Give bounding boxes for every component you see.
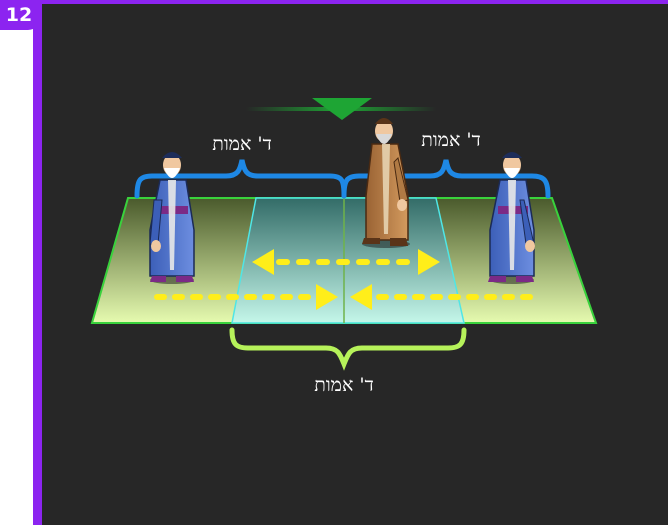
bottom-label: ד' אמות: [314, 374, 374, 396]
right-top-label: ד' אמות: [421, 129, 481, 151]
right-converging-arrow: [350, 284, 533, 310]
frame-top-bar: [0, 0, 668, 4]
slide-number-badge: 12: [0, 0, 42, 30]
left-top-label: ד' אמות: [212, 133, 272, 155]
middle-person-figure: [362, 118, 410, 248]
double-arrow: [252, 249, 440, 275]
left-person-figure: [149, 152, 195, 284]
left-top-brace: [134, 159, 347, 199]
left-converging-arrow: [154, 284, 338, 310]
right-person-figure: [488, 152, 535, 284]
center-marker-triangle: [312, 98, 372, 120]
right-top-brace: [341, 159, 551, 199]
frame-left-bar: [33, 0, 42, 525]
bottom-brace: [229, 327, 467, 371]
